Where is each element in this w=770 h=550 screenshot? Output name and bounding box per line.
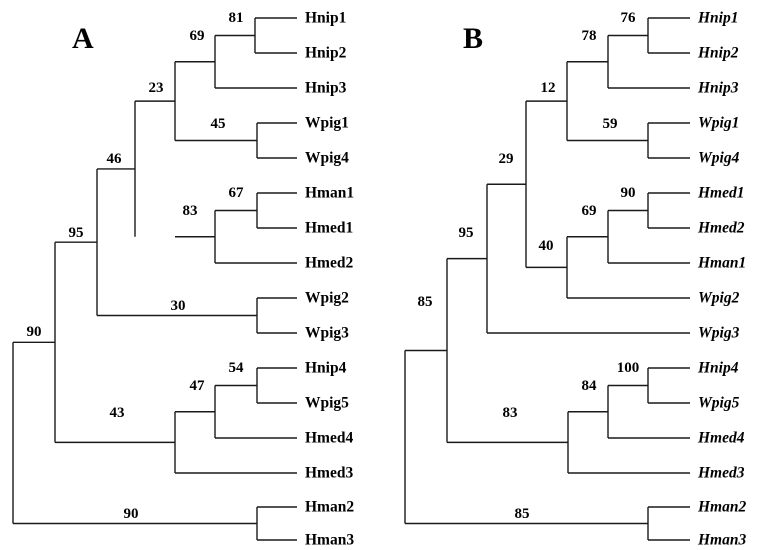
leaf-label-hman3: Hman3	[697, 532, 746, 549]
leaf-label-hmed3: Hmed3	[305, 465, 353, 482]
leaf-label-hnip4: Hnip4	[305, 360, 347, 377]
support-value-43-a12: 43	[110, 405, 125, 421]
leaf-label-wpig3: Wpig3	[305, 325, 349, 342]
support-value-100-b10: 100	[617, 360, 640, 376]
leaf-label-hman2: Hman2	[697, 499, 746, 516]
leaf-label-wpig5: Wpig5	[698, 395, 740, 412]
support-value-12-b2: 12	[541, 80, 556, 96]
support-value-54-a10: 54	[229, 360, 245, 376]
support-value-69-b6: 69	[582, 203, 597, 219]
support-value-83-b12: 83	[503, 405, 518, 421]
leaf-label-wpig1: Wpig1	[698, 115, 739, 132]
leaf-label-wpig2: Wpig2	[305, 290, 349, 307]
leaf-label-hmed2: Hmed2	[305, 255, 353, 272]
leaf-label-hmed4: Hmed4	[305, 430, 353, 447]
leaf-label-hman1: Hman1	[305, 185, 354, 202]
support-value-46-a4: 46	[107, 151, 123, 167]
support-value-78-b1: 78	[582, 28, 597, 44]
leaf-label-hnip1: Hnip1	[697, 10, 738, 27]
panel-letter-b: B	[463, 22, 483, 55]
support-value-47-a11: 47	[190, 378, 206, 394]
leaf-label-wpig5: Wpig5	[305, 395, 349, 412]
leaf-label-hnip2: Hnip2	[305, 45, 347, 62]
support-value-95-a7: 95	[69, 225, 84, 241]
leaf-label-wpig4: Wpig4	[305, 150, 349, 167]
support-value-40-b8: 40	[539, 238, 554, 254]
leaf-label-wpig2: Wpig2	[698, 290, 740, 307]
leaf-label-hman3: Hman3	[305, 532, 354, 549]
leaf-label-hnip3: Hnip3	[697, 80, 739, 97]
support-value-29-b4: 29	[499, 151, 514, 167]
support-value-90-a13: 90	[124, 506, 139, 522]
support-value-84-b11: 84	[582, 378, 598, 394]
support-value-83-a6: 83	[183, 203, 198, 219]
leaf-label-hmed1: Hmed1	[697, 185, 745, 202]
support-value-59-b3: 59	[603, 116, 618, 132]
support-value-85-b13: 85	[515, 506, 530, 522]
leaf-label-wpig3: Wpig3	[698, 325, 740, 342]
leaf-label-hman1: Hman1	[697, 255, 746, 272]
leaf-label-hmed1: Hmed1	[305, 220, 353, 237]
leaf-label-hnip2: Hnip2	[697, 45, 739, 62]
support-value-76-b0: 76	[621, 10, 637, 26]
support-value-90-b5: 90	[621, 185, 636, 201]
panel-letter-a: A	[72, 22, 94, 55]
support-value-90-a9: 90	[27, 324, 42, 340]
leaf-label-hnip1: Hnip1	[305, 10, 346, 27]
panel-b: Hnip1Hnip2Hnip3Wpig1Wpig4Hmed1Hmed2Hman1…	[404, 10, 746, 549]
leaf-label-hnip3: Hnip3	[305, 80, 347, 97]
support-value-69-a1: 69	[190, 28, 205, 44]
leaf-label-hmed4: Hmed4	[697, 430, 745, 447]
leaf-label-hmed3: Hmed3	[697, 465, 745, 482]
support-value-30-a8: 30	[171, 298, 186, 314]
leaf-label-hmed2: Hmed2	[697, 220, 745, 237]
support-value-81-a0: 81	[229, 10, 244, 26]
leaf-label-hman2: Hman2	[305, 499, 354, 516]
support-value-23-a2: 23	[149, 80, 164, 96]
support-value-67-a5: 67	[229, 185, 245, 201]
leaf-label-hnip4: Hnip4	[697, 360, 739, 377]
panel-a: Hnip1Hnip2Hnip3Wpig1Wpig4Hman1Hmed1Hmed2…	[12, 10, 354, 549]
support-value-95-b7: 95	[459, 225, 474, 241]
support-value-45-a3: 45	[211, 116, 226, 132]
leaf-label-wpig1: Wpig1	[305, 115, 349, 132]
support-value-85-b9: 85	[418, 294, 433, 310]
leaf-label-wpig4: Wpig4	[698, 150, 740, 167]
